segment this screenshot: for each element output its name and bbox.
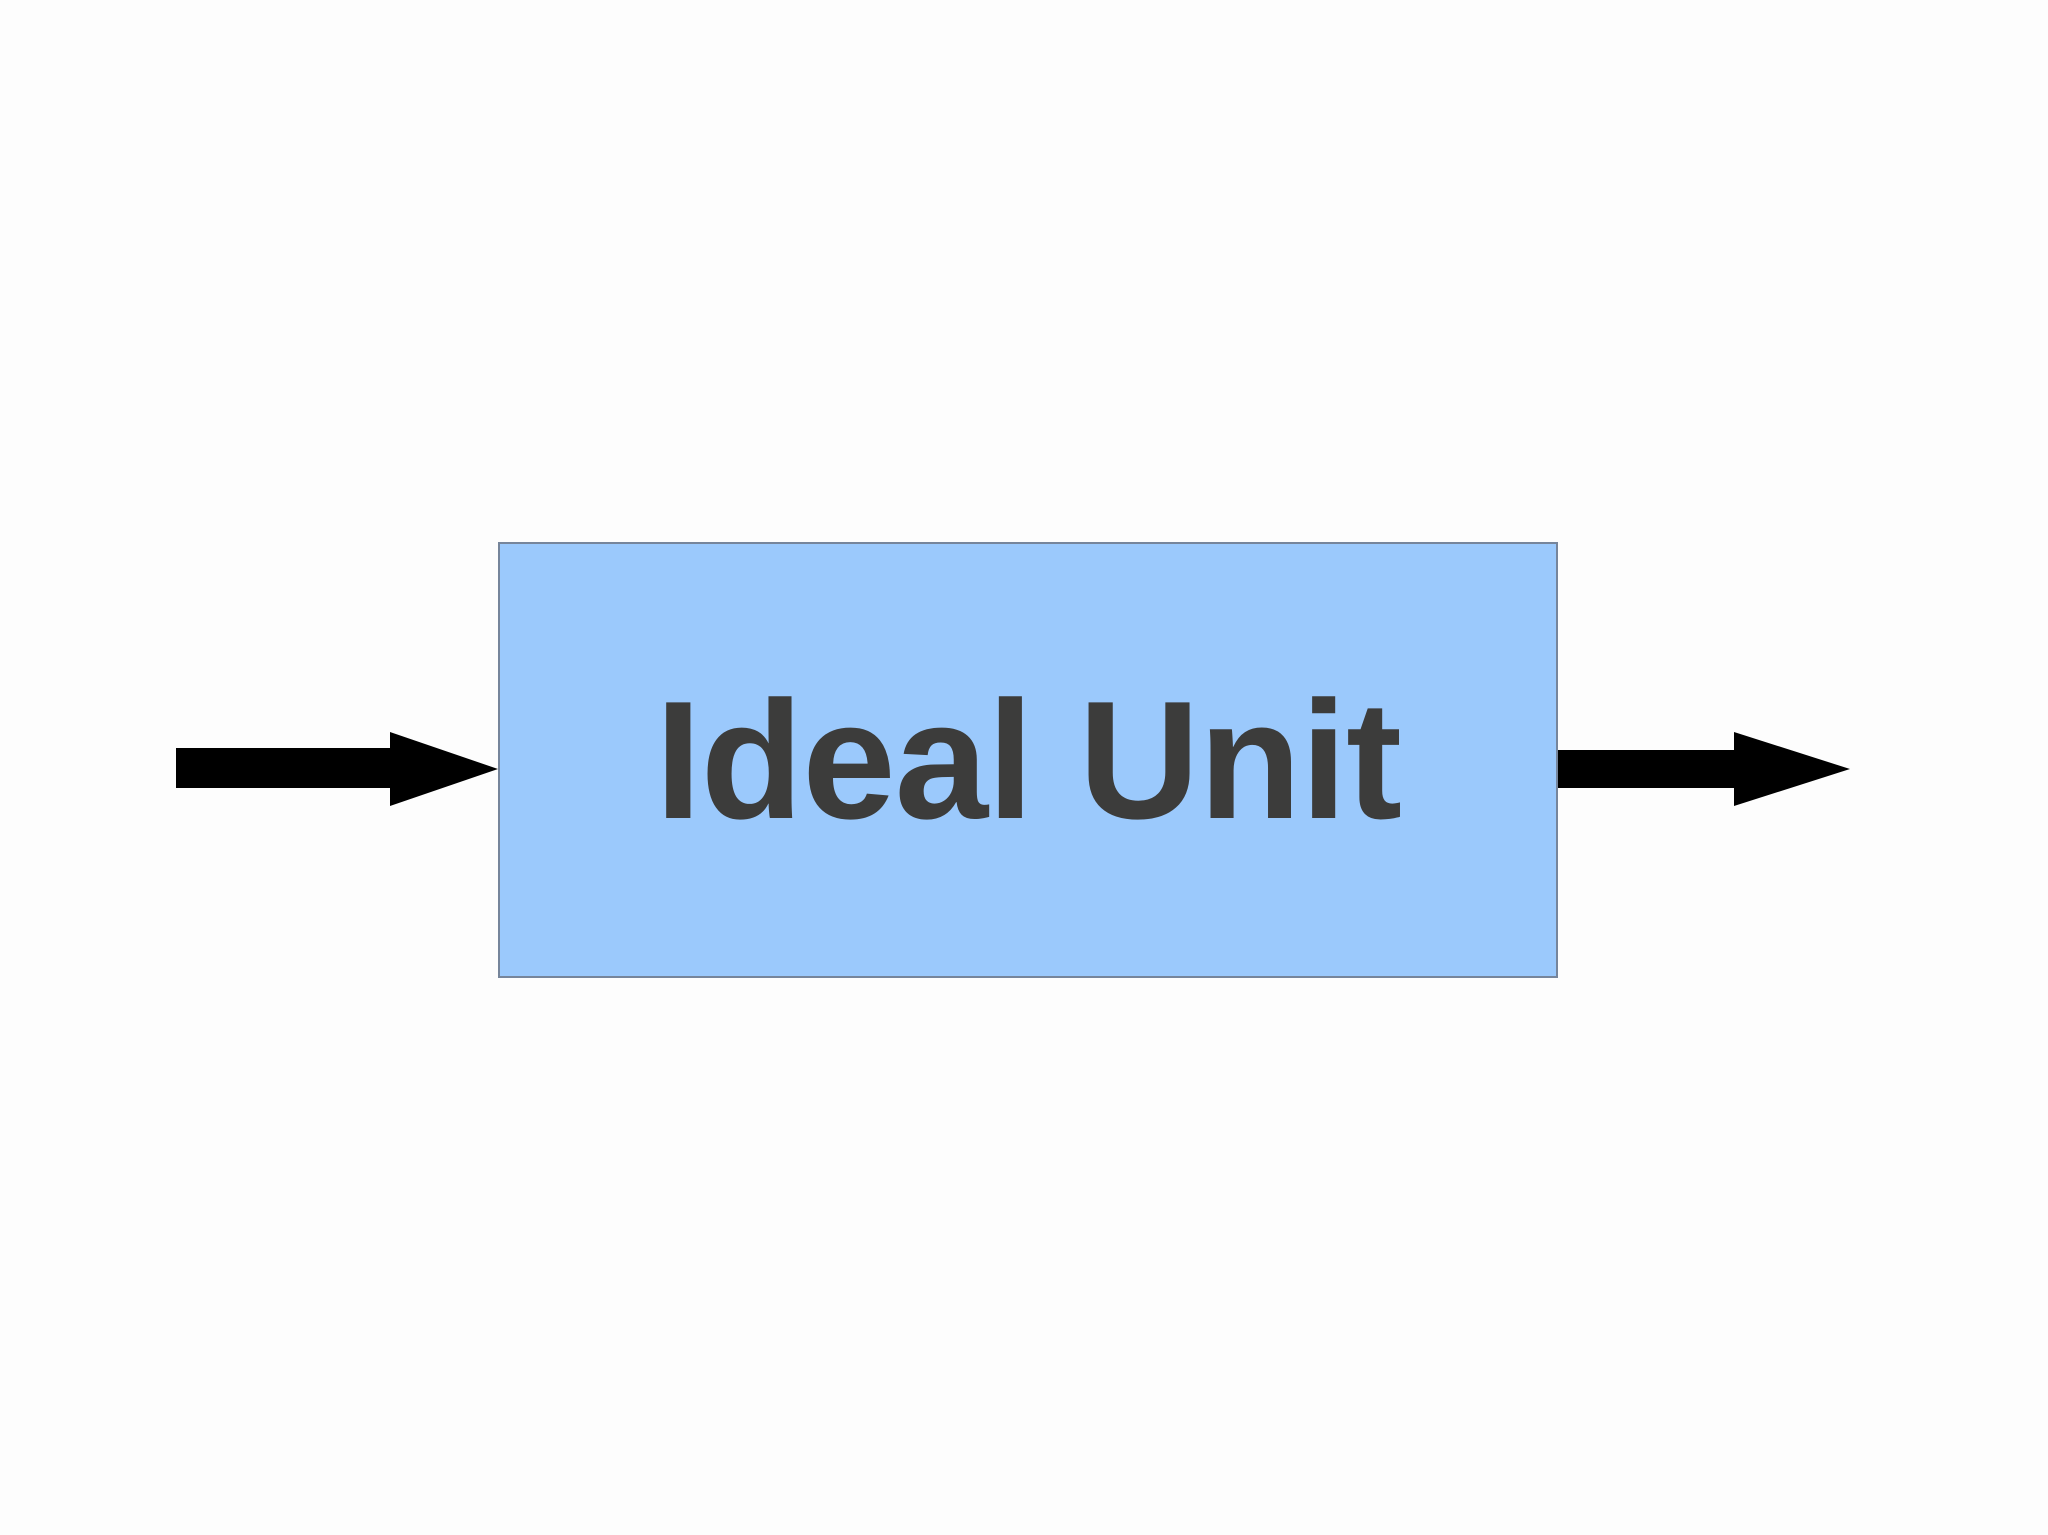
ideal-unit-box[interactable] (498, 542, 1558, 978)
output-arrow[interactable] (1558, 732, 1850, 806)
output-arrow-head (1734, 732, 1850, 806)
input-arrow-head (390, 732, 498, 806)
input-arrow[interactable] (176, 732, 498, 806)
input-arrow-shaft (176, 748, 390, 788)
output-arrow-shaft (1558, 750, 1734, 788)
